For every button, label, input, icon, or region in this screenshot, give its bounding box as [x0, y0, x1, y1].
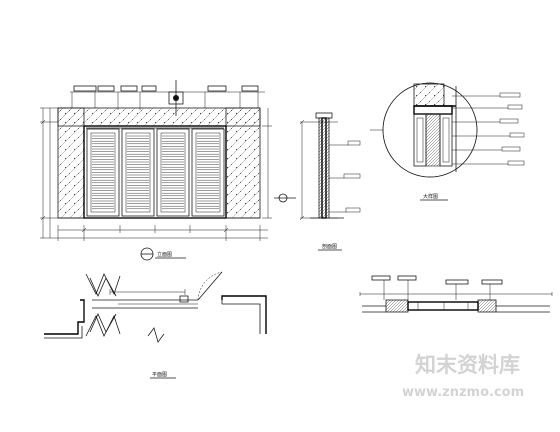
louver-slats — [92, 135, 219, 210]
watermark-url-text: www.znzmo.com — [402, 385, 524, 400]
plan-view: 平面图 — [44, 271, 267, 379]
door-leaf-3 — [156, 128, 190, 217]
elevation-top-callouts — [70, 85, 265, 110]
plan-caption: 平面图 — [152, 372, 167, 378]
side-section: 剖面图 — [299, 112, 361, 251]
watermark: 知末资料库 www.znzmo.com — [402, 353, 524, 400]
elevation-caption: 立面图 — [157, 251, 172, 258]
detail-caption: 大样图 — [423, 193, 438, 200]
front-elevation: 立面图 — [40, 80, 296, 261]
door-frame — [83, 125, 227, 219]
stone-surround-top — [57, 107, 261, 127]
watermark-brand-text: 知末资料库 — [415, 353, 520, 377]
bottom-right-section — [359, 275, 553, 313]
elevation-bottom-dimension — [57, 217, 268, 241]
door-leaf-1 — [86, 128, 120, 217]
elevation-right-dimension — [262, 108, 296, 219]
side-section-caption: 剖面图 — [322, 243, 337, 250]
elevation-title-block: 立面图 — [140, 247, 186, 261]
door-leaf-2 — [121, 128, 155, 217]
door-leaf-4 — [191, 128, 225, 217]
circular-detail: 大样图 — [370, 82, 525, 201]
elevation-left-dimension — [40, 107, 58, 239]
